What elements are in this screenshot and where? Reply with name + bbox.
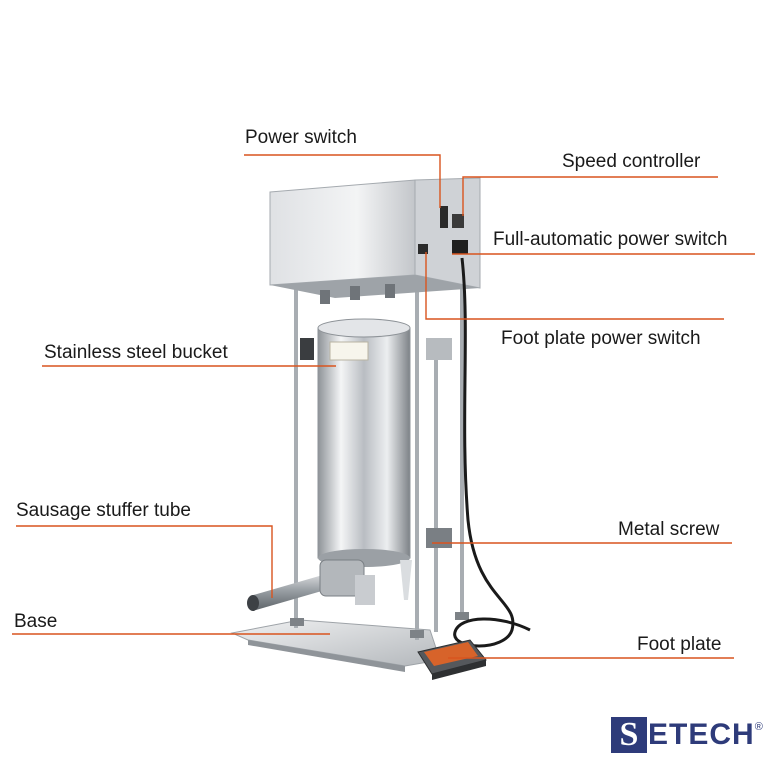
full-auto-switch-knob [452, 240, 468, 254]
base-plate [230, 619, 441, 672]
leader-stuffer-tube [16, 525, 273, 598]
leader-foot-plate-switch [425, 252, 724, 320]
frame-rods [294, 285, 464, 640]
label-power-switch: Power switch [245, 127, 357, 148]
speed-controller-knob [452, 214, 464, 228]
foot-plate-pedal [417, 639, 487, 680]
logo-text: ETECH [648, 718, 755, 751]
label-bucket: Stainless steel bucket [44, 342, 228, 363]
label-speed-controller: Speed controller [562, 151, 701, 172]
foot-plate-switch-knob [418, 244, 428, 254]
setech-logo: S ETECH ® [611, 713, 763, 757]
motor-box [269, 177, 481, 298]
leader-speed-controller [462, 176, 718, 216]
logo-initial: S [611, 717, 647, 753]
leader-lines [12, 154, 755, 659]
leader-power-switch [244, 154, 441, 208]
power-cord [453, 257, 531, 648]
power-switch-knob [440, 206, 448, 228]
feet [290, 612, 469, 638]
label-metal-screw: Metal screw [618, 519, 720, 540]
label-foot-plate-switch: Foot plate power switch [501, 328, 701, 349]
sausage-stuffer-tube [247, 559, 412, 611]
label-base: Base [14, 611, 58, 632]
label-foot-plate: Foot plate [637, 634, 722, 655]
stainless-steel-bucket [317, 318, 411, 567]
logo-registered-mark: ® [754, 721, 763, 733]
label-stuffer-tube: Sausage stuffer tube [16, 500, 191, 521]
top-hardware [320, 284, 395, 304]
label-full-auto-switch: Full-automatic power switch [493, 229, 728, 250]
